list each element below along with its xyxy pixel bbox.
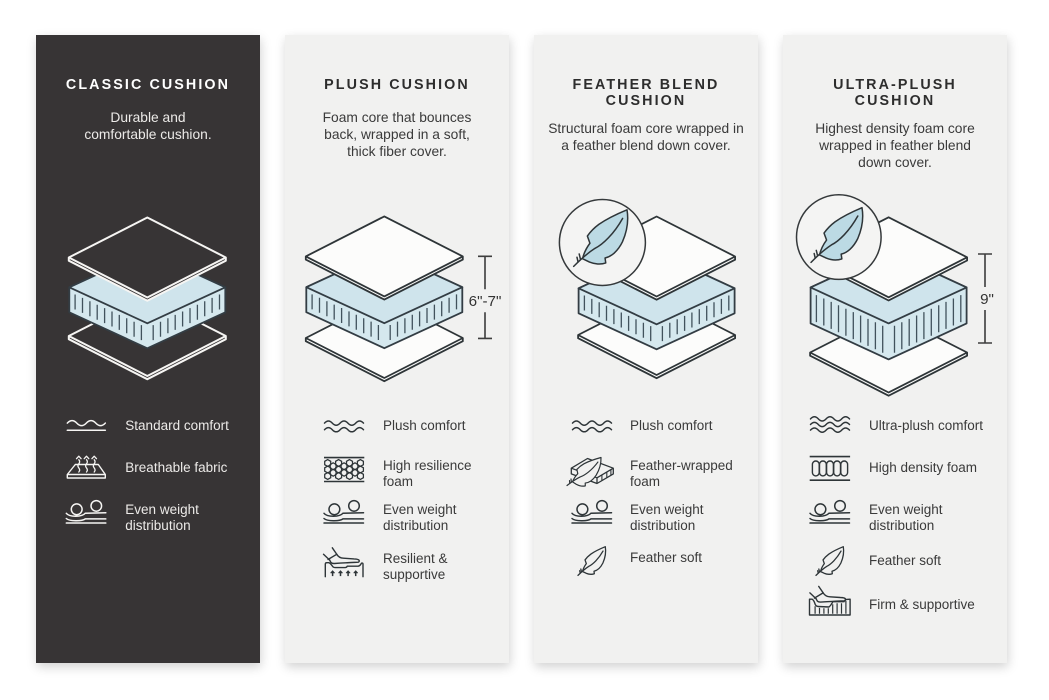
svg-text:9": 9": [980, 291, 994, 308]
svg-text:6"-7": 6"-7": [469, 293, 502, 310]
